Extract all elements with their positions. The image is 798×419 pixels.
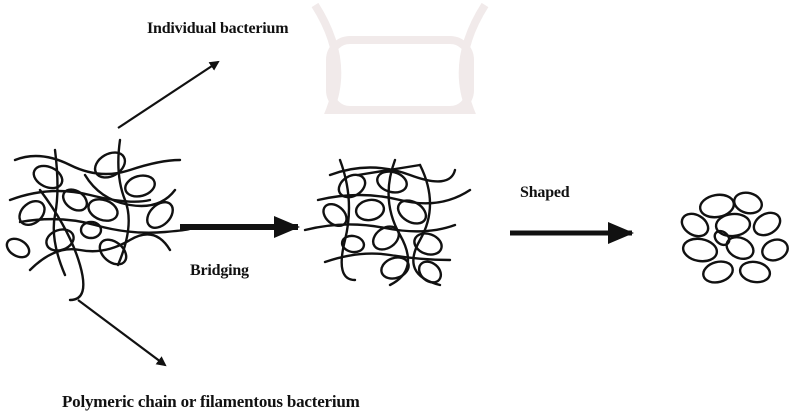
polymer-chain xyxy=(15,156,180,174)
bacterium xyxy=(698,192,735,220)
bacterium xyxy=(732,190,764,217)
label-polymeric-chain: Polymeric chain or filamentous bacterium xyxy=(62,392,360,412)
bacterium xyxy=(681,236,718,264)
label-shaped: Shaped xyxy=(520,184,570,202)
polymer-chain xyxy=(10,191,150,202)
bacterium xyxy=(759,236,790,264)
bacterium xyxy=(738,260,771,285)
arrow-polymeric xyxy=(78,300,165,365)
dispersed-bacteria-cluster xyxy=(4,140,190,300)
label-individual-bacterium: Individual bacterium xyxy=(147,20,288,38)
polymer-chain xyxy=(413,165,440,285)
bacterium xyxy=(701,258,735,285)
bacterium xyxy=(411,230,444,258)
bridged-floc xyxy=(305,160,470,287)
label-bridging: Bridging xyxy=(190,262,249,280)
bacterium xyxy=(30,162,66,193)
arrow-individual xyxy=(118,62,218,128)
bacterium xyxy=(678,209,712,240)
shaped-floc xyxy=(678,190,791,286)
bacterium xyxy=(91,147,130,182)
bacterium xyxy=(354,198,385,223)
bacterium xyxy=(4,235,33,261)
bacterium xyxy=(59,185,91,215)
bacterium xyxy=(123,172,157,199)
bacterium xyxy=(15,196,49,229)
